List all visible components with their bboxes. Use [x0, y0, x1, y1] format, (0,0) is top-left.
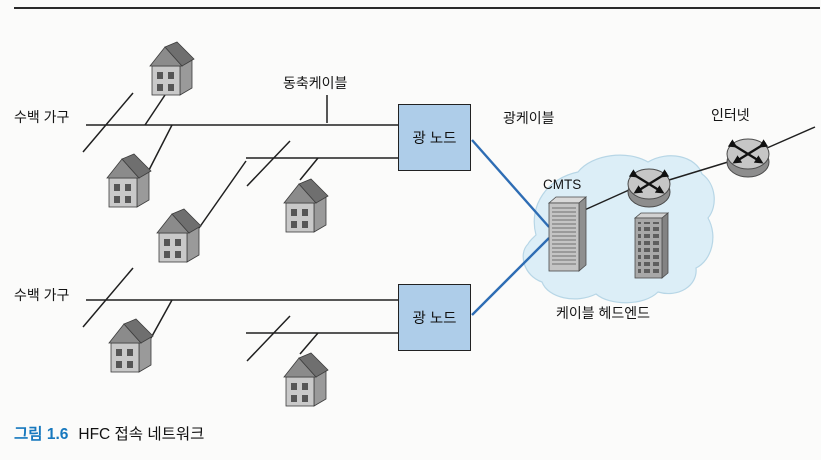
label-fiber-cable: 광케이블 [503, 110, 555, 126]
headend-links [579, 126, 816, 213]
label-internet: 인터넷 [711, 107, 750, 123]
house-icon [108, 318, 154, 373]
house-icon [106, 153, 152, 208]
fiber-node-top: 광 노드 [398, 104, 471, 171]
label-homes-top: 수백 가구 [14, 109, 70, 125]
label-coax-cable: 동축케이블 [283, 75, 348, 91]
coax-cable-lines [82, 92, 398, 362]
rack-server-icon [633, 212, 670, 279]
server-tower-icon [547, 196, 588, 272]
figure-caption: 그림 1.6 HFC 접속 네트워크 [14, 422, 204, 444]
label-cmts: CMTS [543, 177, 582, 192]
house-icon [283, 178, 329, 233]
router-icon [628, 169, 670, 207]
fiber-node-bottom: 광 노드 [398, 284, 471, 351]
house-icon [156, 208, 202, 263]
house-icon [149, 41, 195, 96]
figure-caption-text: HFC 접속 네트워크 [78, 426, 205, 443]
fiber-cable-lines [471, 139, 550, 316]
figure-caption-number: 그림 1.6 [14, 426, 69, 443]
label-homes-bottom: 수백 가구 [14, 287, 70, 303]
router-icon [727, 139, 769, 177]
label-cable-headend: 케이블 헤드엔드 [556, 305, 651, 321]
house-icon [283, 352, 329, 407]
